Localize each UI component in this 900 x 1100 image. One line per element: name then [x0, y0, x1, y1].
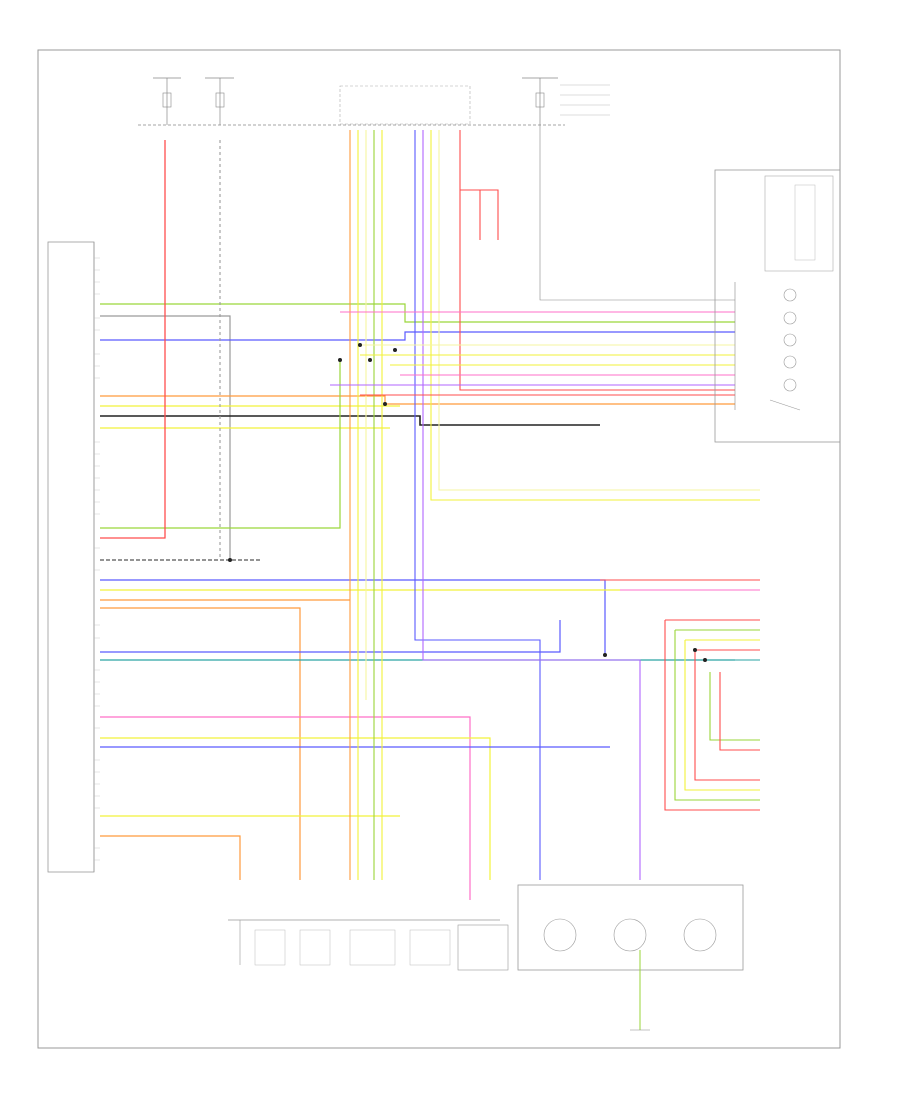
switch-wires	[330, 311, 735, 396]
steering-switch	[714, 169, 841, 443]
ecu-connector	[47, 241, 100, 873]
fuse-block-top	[138, 77, 610, 126]
sensor-cluster	[517, 884, 744, 1031]
right-side-wires	[600, 579, 760, 811]
vertical-wires	[164, 125, 760, 880]
diagram-frame	[37, 49, 841, 1049]
splice-points	[228, 343, 707, 662]
ground-block	[228, 919, 509, 971]
